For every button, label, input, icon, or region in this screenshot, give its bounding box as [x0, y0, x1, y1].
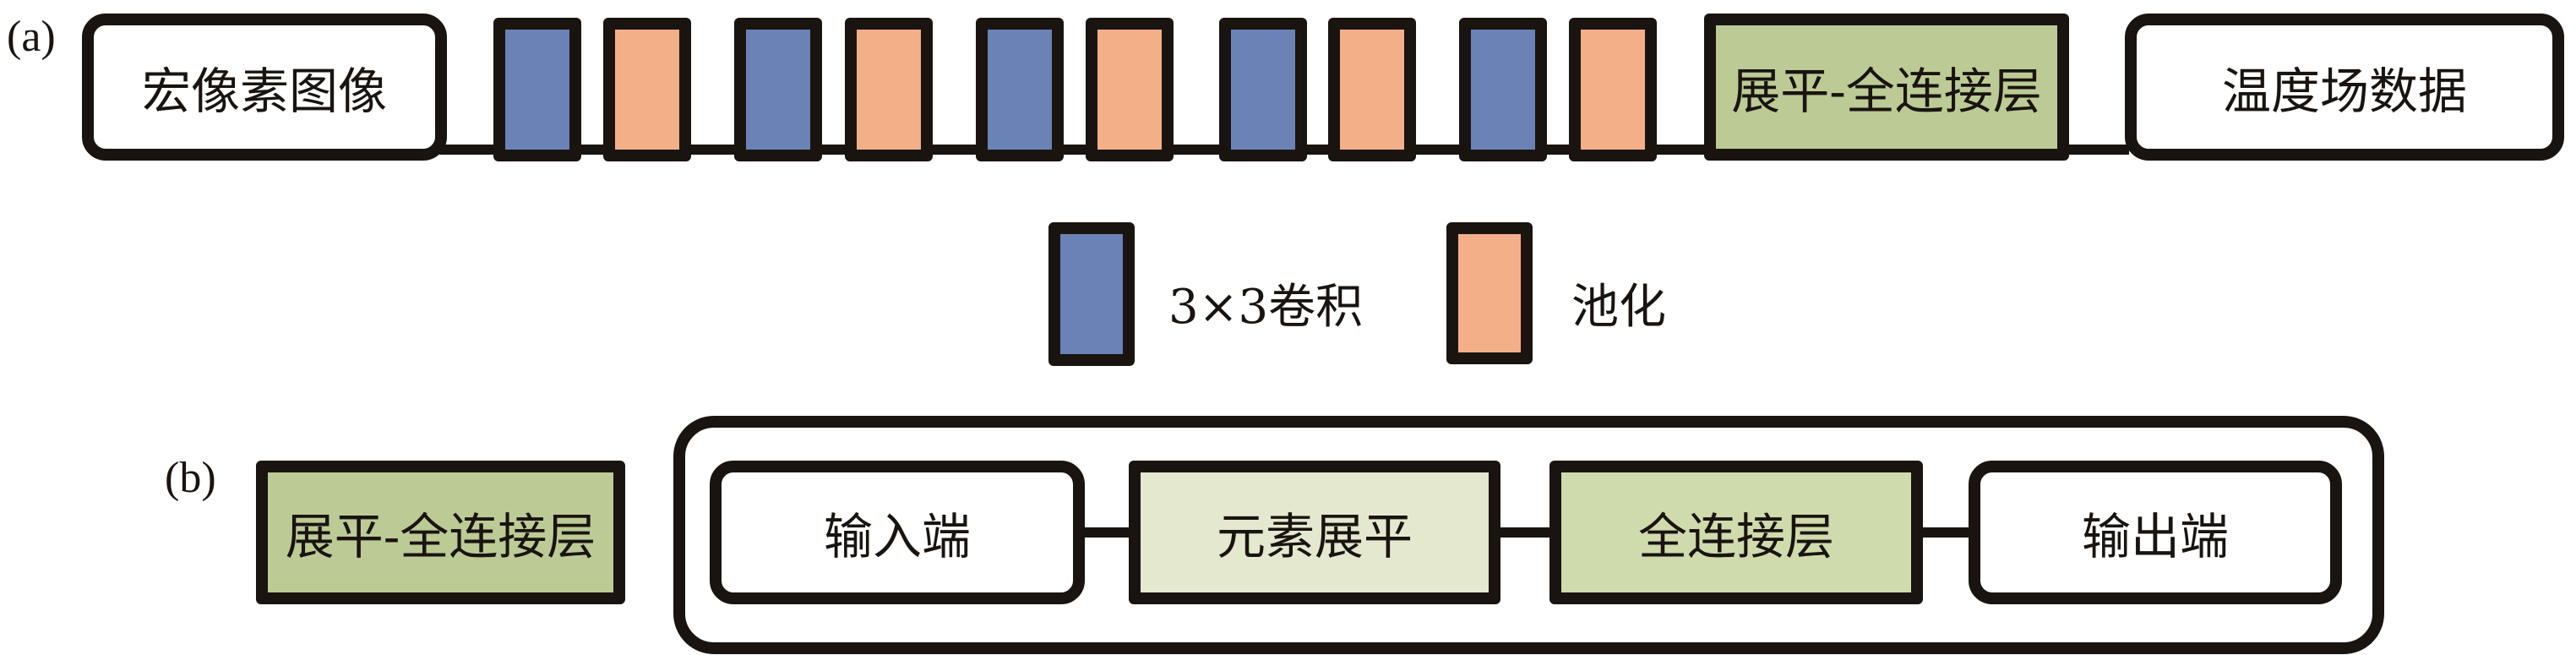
panel-b-label: (b) [165, 454, 216, 502]
input-macropixel-image-box: 宏像素图像 [82, 14, 447, 161]
conv-3x3-layer-block [734, 18, 822, 161]
fc-detail-container [673, 416, 2384, 654]
panel-b-flatten-fc-box: 展平-全连接层 [256, 461, 625, 604]
step-dense-layer-box: 全连接层 [1549, 461, 1923, 604]
pooling-layer-block [603, 18, 691, 161]
conv-3x3-layer-block [1459, 18, 1547, 161]
conv-3x3-layer-block [976, 18, 1064, 161]
pooling-layer-block [1569, 18, 1657, 161]
conv-3x3-layer-block [493, 18, 581, 161]
legend-conv-label: 3×3卷积 [1168, 280, 1364, 335]
panel-a-label: (a) [7, 13, 56, 61]
step-flatten-box: 元素展平 [1129, 461, 1500, 604]
legend-pool-label: 池化 [1571, 280, 1666, 335]
legend-conv-swatch [1048, 222, 1135, 366]
step-output-box: 输出端 [1969, 461, 2342, 604]
conv-3x3-layer-block [1219, 18, 1307, 161]
flatten-fc-layer-box: 展平-全连接层 [1704, 14, 2069, 161]
pooling-layer-block [1328, 18, 1416, 161]
pooling-layer-block [845, 18, 933, 161]
output-temperature-field-box: 温度场数据 [2125, 14, 2564, 161]
pooling-layer-block [1086, 18, 1174, 161]
step-input-box: 输入端 [710, 461, 1085, 604]
legend-pool-swatch [1446, 222, 1533, 364]
